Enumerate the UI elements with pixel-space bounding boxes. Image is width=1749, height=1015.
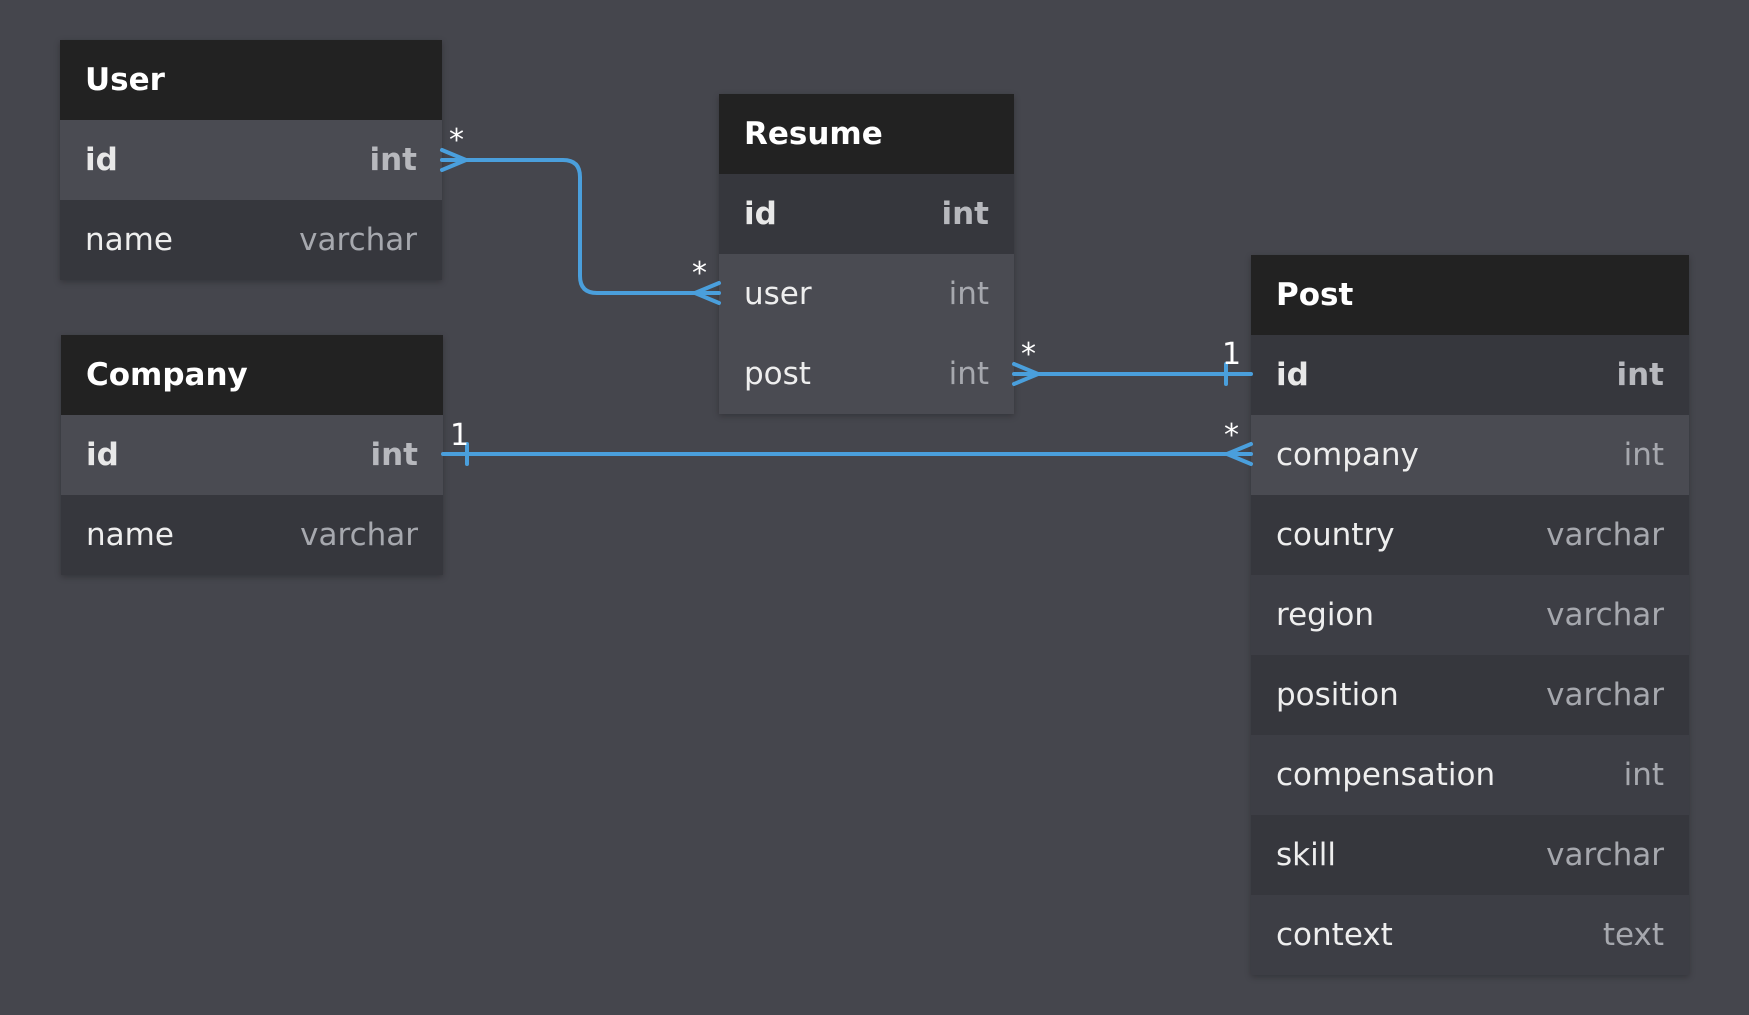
link-user-resume[interactable] <box>440 158 721 295</box>
field-row[interactable]: name varchar <box>60 200 442 280</box>
crow-foot-icon <box>440 148 468 172</box>
field-name: id <box>86 437 119 473</box>
table-resume[interactable]: Resume id int user int post int <box>719 94 1014 414</box>
field-row[interactable]: name varchar <box>61 495 443 575</box>
field-type: int <box>1623 757 1664 793</box>
field-name: context <box>1276 917 1393 953</box>
field-type: int <box>948 356 989 392</box>
field-row[interactable]: id int <box>1251 335 1689 415</box>
field-name: company <box>1276 437 1419 473</box>
table-header[interactable]: Resume <box>719 94 1014 174</box>
field-row[interactable]: context text <box>1251 895 1689 975</box>
cardinality-label: * <box>1224 418 1239 453</box>
cardinality-label: 1 <box>450 418 469 453</box>
field-name: id <box>744 196 777 232</box>
field-row[interactable]: country varchar <box>1251 495 1689 575</box>
field-type: int <box>1616 357 1664 393</box>
field-name: id <box>1276 357 1309 393</box>
crow-foot-icon <box>1012 362 1040 386</box>
field-row[interactable]: user int <box>719 254 1014 334</box>
field-row[interactable]: compensation int <box>1251 735 1689 815</box>
field-row[interactable]: id int <box>60 120 442 200</box>
field-type: int <box>370 437 418 473</box>
field-row[interactable]: skill varchar <box>1251 815 1689 895</box>
field-row[interactable]: region varchar <box>1251 575 1689 655</box>
field-type: int <box>941 196 989 232</box>
field-type: varchar <box>1546 597 1664 633</box>
field-name: user <box>744 276 812 312</box>
field-type: varchar <box>300 517 418 553</box>
field-name: id <box>85 142 118 178</box>
field-name: compensation <box>1276 757 1496 793</box>
field-row[interactable]: position varchar <box>1251 655 1689 735</box>
field-type: varchar <box>1546 517 1664 553</box>
table-header[interactable]: User <box>60 40 442 120</box>
crow-foot-icon <box>693 281 721 305</box>
field-type: int <box>1623 437 1664 473</box>
field-name: skill <box>1276 837 1336 873</box>
table-post[interactable]: Post id int company int country varchar … <box>1251 255 1689 975</box>
field-type: varchar <box>1546 677 1664 713</box>
cardinality-label: * <box>449 123 464 158</box>
table-user[interactable]: User id int name varchar <box>60 40 442 280</box>
field-row[interactable]: id int <box>719 174 1014 254</box>
field-row[interactable]: company int <box>1251 415 1689 495</box>
crow-foot-icon <box>1225 442 1253 466</box>
table-header[interactable]: Company <box>61 335 443 415</box>
field-name: name <box>85 222 173 258</box>
table-header[interactable]: Post <box>1251 255 1689 335</box>
field-row[interactable]: id int <box>61 415 443 495</box>
cardinality-label: 1 <box>1222 337 1241 372</box>
cardinality-label: * <box>692 256 707 291</box>
field-type: varchar <box>1546 837 1664 873</box>
field-type: int <box>948 276 989 312</box>
field-name: position <box>1276 677 1399 713</box>
field-name: region <box>1276 597 1375 633</box>
field-name: country <box>1276 517 1395 553</box>
field-row[interactable]: post int <box>719 334 1014 414</box>
field-type: text <box>1602 917 1664 953</box>
table-company[interactable]: Company id int name varchar <box>61 335 443 575</box>
field-type: int <box>369 142 417 178</box>
field-name: name <box>86 517 174 553</box>
field-name: post <box>744 356 811 392</box>
field-type: varchar <box>299 222 417 258</box>
cardinality-label: * <box>1021 337 1036 372</box>
